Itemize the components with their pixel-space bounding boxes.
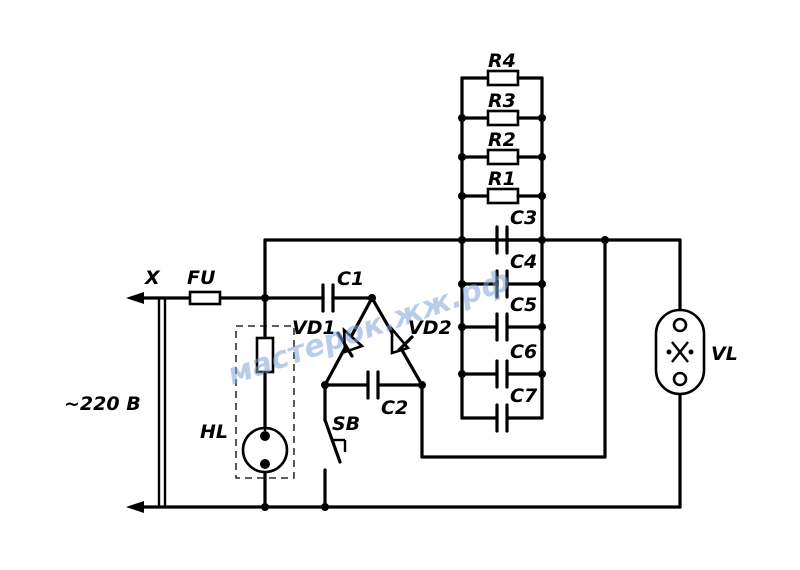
label-r4: R4: [488, 50, 516, 72]
label-vd1: VD1: [292, 317, 336, 339]
label-c5: C5: [510, 294, 537, 316]
resistor-r3: [486, 109, 520, 127]
fuse-fu: [188, 290, 222, 306]
resistor-r4: [486, 69, 520, 87]
hl-resistor: [255, 336, 275, 374]
rc-ladder: [458, 69, 546, 433]
label-r2: R2: [488, 129, 516, 151]
hl-enclosure: [235, 325, 295, 479]
capacitor-c3: [460, 225, 544, 255]
lamp-vl: [654, 238, 706, 509]
label-c6: C6: [510, 341, 537, 363]
label-c4: C4: [510, 251, 537, 273]
capacitor-c4: [460, 269, 544, 299]
label-c3: C3: [510, 207, 537, 229]
label-vl: VL: [711, 343, 738, 365]
label-vd2: VD2: [408, 317, 452, 339]
supply-lines: [126, 292, 682, 513]
label-sb: SB: [332, 413, 360, 435]
capacitor-c7: [460, 403, 544, 433]
label-c2: C2: [381, 397, 408, 419]
hl-lamp: [241, 426, 289, 474]
switch-sb: [321, 383, 347, 511]
label-r3: R3: [488, 90, 516, 112]
label-fu: FU: [187, 267, 216, 289]
label-x: X: [144, 267, 161, 289]
label-supply: ~220 В: [64, 393, 141, 415]
c2-return-wire: [420, 236, 609, 459]
resistor-r2: [486, 148, 520, 166]
resistor-r1: [486, 187, 520, 205]
capacitor-c5: [460, 312, 544, 342]
capacitor-c6: [460, 359, 544, 389]
label-r1: R1: [488, 168, 516, 190]
capacitor-c1: [321, 283, 374, 313]
label-c1: C1: [337, 268, 364, 290]
capacitor-c2: [321, 370, 426, 400]
label-c7: C7: [510, 385, 538, 407]
label-hl: HL: [200, 421, 228, 443]
diode-triangle: [323, 294, 424, 387]
